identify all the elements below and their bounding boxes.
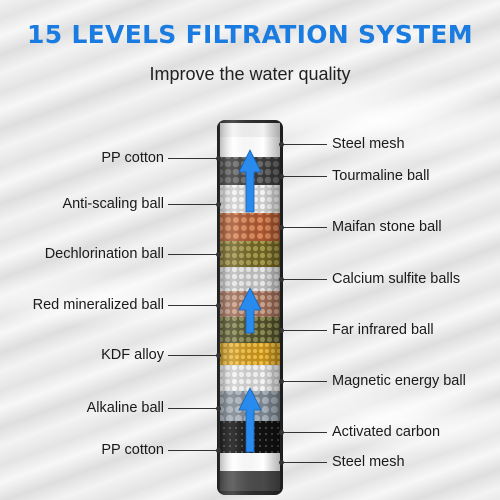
label-steel-mesh-top: Steel mesh [332,136,405,152]
leader-dot [216,201,221,207]
leader-dot [279,378,284,384]
leader-dot [216,447,221,453]
label-red-mineralized-ball: Red mineralized ball [32,297,164,313]
page-subtitle: Improve the water quality [149,64,351,84]
leader-line [283,381,327,382]
leader-dot [279,224,284,230]
leader-dot [279,429,284,435]
leader-line [168,355,218,356]
leader-line [283,432,327,433]
leader-line [168,158,218,159]
label-calcium-sulfite-balls: Calcium sulfite balls [332,271,461,287]
leader-line [168,408,218,409]
leader-line [168,305,218,306]
leader-dot [216,251,221,257]
leader-line [283,279,327,280]
label-activated-carbon: Activated carbon [332,424,441,440]
leader-line [283,330,327,331]
label-magnetic-energy-ball: Magnetic energy ball [332,373,466,389]
leader-line [283,462,327,463]
leader-line [283,227,327,228]
flow-arrow-icon [238,387,262,453]
leader-line [168,204,218,205]
leader-dot [279,327,284,333]
leader-line [283,144,327,145]
leader-dot [279,141,284,147]
label-maifan-stone-ball: Maifan stone ball [332,219,442,235]
label-anti-scaling-ball: Anti-scaling ball [62,196,164,212]
label-pp-cotton-bottom: PP cotton [101,442,164,458]
leader-dot [279,276,284,282]
label-tourmaline-ball: Tourmaline ball [332,168,430,184]
leader-dot [279,173,284,179]
leader-dot [216,405,221,411]
flow-arrow-icon [238,287,262,334]
flow-arrow-icon [238,149,262,213]
leader-dot [216,352,221,358]
label-kdf-alloy: KDF alloy [101,347,164,363]
leader-dot [279,459,284,465]
leader-dot [216,155,221,161]
leader-line [168,450,218,451]
flow-arrow-icons [238,149,262,453]
leader-dot [216,302,221,308]
label-pp-cotton-top: PP cotton [101,150,164,166]
label-far-infrared-ball: Far infrared ball [332,322,434,338]
page-title: 15 LEVELS FILTRATION SYSTEM [27,20,473,49]
label-dechlorination-ball: Dechlorination ball [44,246,164,262]
leader-line [168,254,218,255]
leader-line [283,176,327,177]
label-alkaline-ball: Alkaline ball [86,400,164,416]
label-steel-mesh-bottom: Steel mesh [332,454,405,470]
